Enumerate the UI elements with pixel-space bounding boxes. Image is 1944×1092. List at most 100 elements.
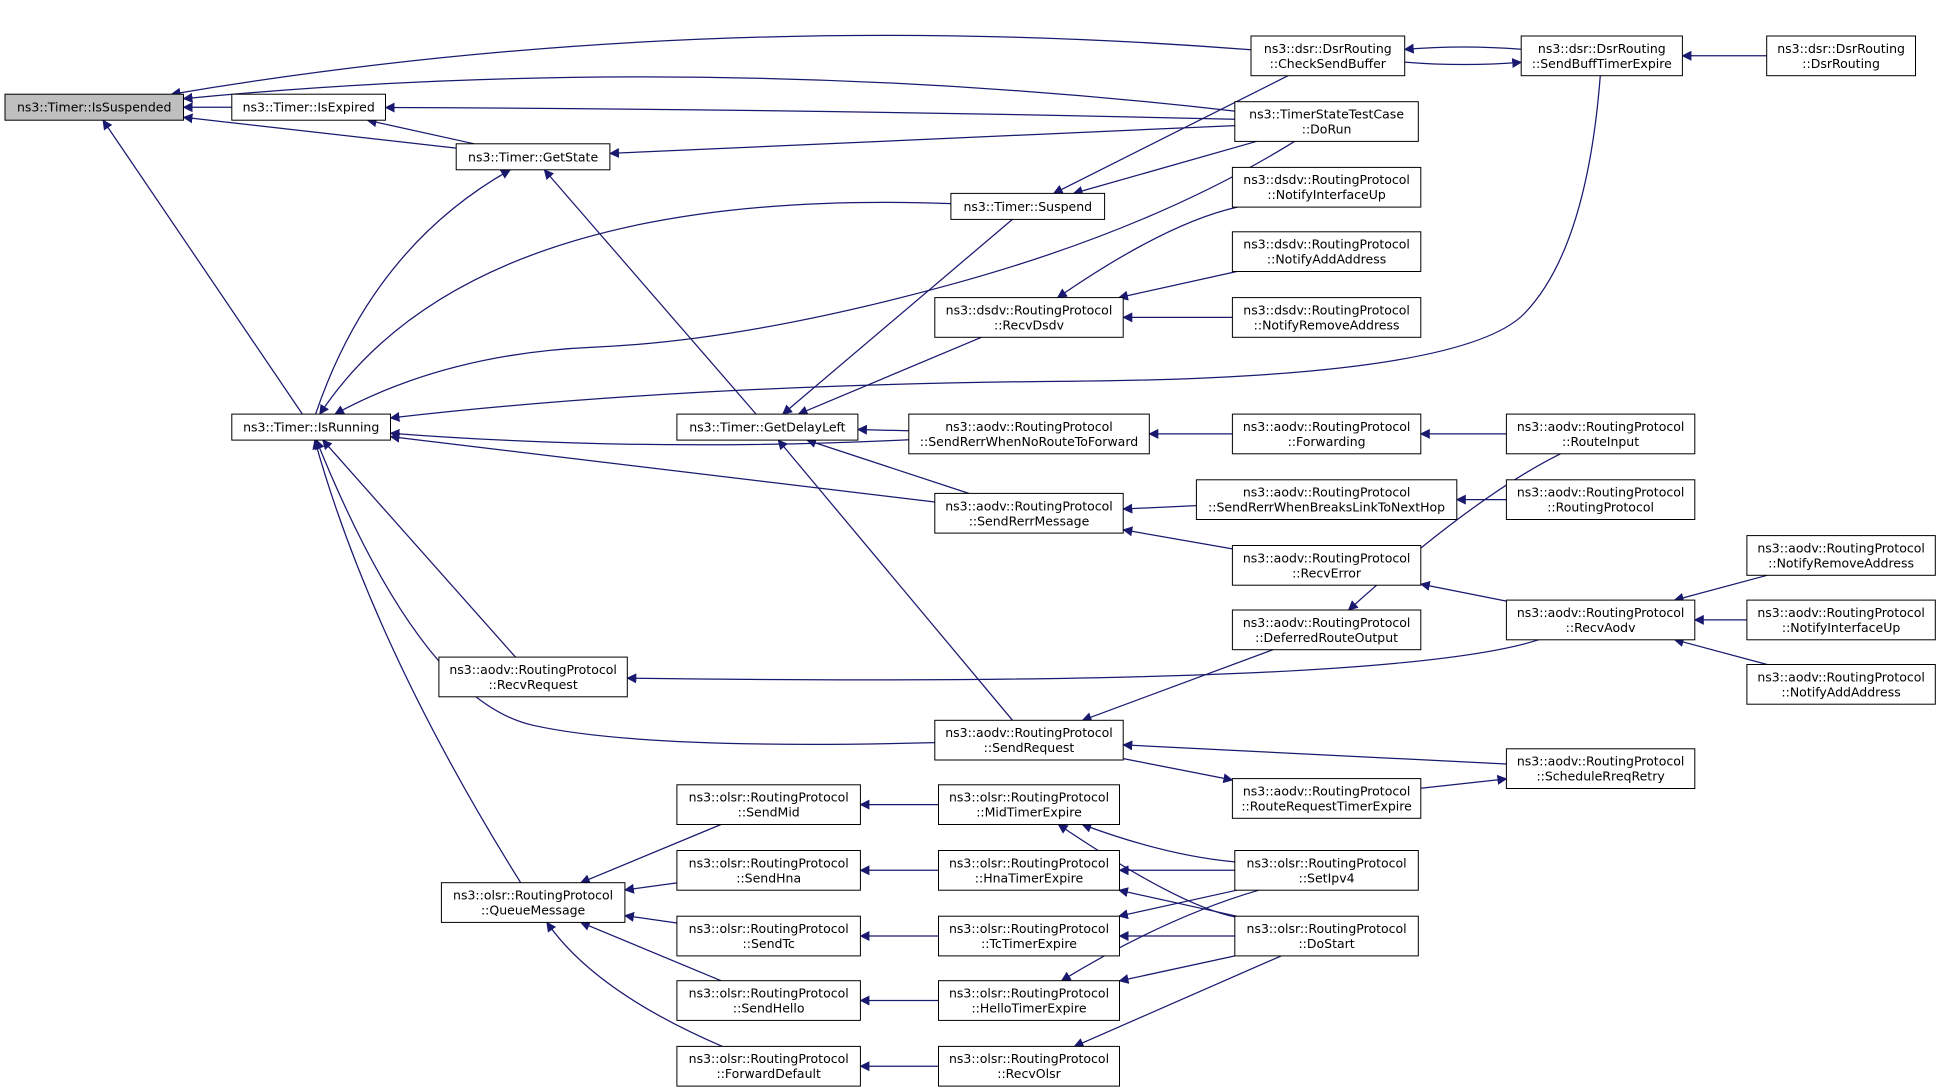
edge-line	[319, 201, 951, 415]
node-box	[676, 1045, 861, 1087]
edge-line	[1081, 822, 1235, 863]
node-label: ::RecvOlsr	[997, 1066, 1061, 1081]
node-is-running[interactable]: ns3::Timer::IsRunning	[231, 413, 391, 441]
node-send-mid[interactable]: ns3::olsr::RoutingProtocol::SendMid	[676, 784, 861, 825]
node-label: ns3::aodv::RoutingProtocol	[945, 725, 1113, 740]
node-box	[1746, 599, 1936, 641]
node-box	[231, 413, 391, 441]
node-label: ::RouteInput	[1562, 434, 1639, 449]
node-recv-dsdv[interactable]: ns3::dsdv::RoutingProtocol::RecvDsdv	[934, 297, 1124, 338]
node-forward-default[interactable]: ns3::olsr::RoutingProtocol::ForwardDefau…	[676, 1045, 861, 1087]
node-send-hna[interactable]: ns3::olsr::RoutingProtocol::SendHna	[676, 850, 861, 891]
edge-deferred-route-output-to-send-request	[1081, 649, 1274, 722]
edge-send-mid-to-queue-message	[579, 823, 722, 884]
edge-line	[102, 119, 303, 415]
node-get-delay-left[interactable]: ns3::Timer::GetDelayLeft	[676, 413, 859, 441]
node-recv-request[interactable]: ns3::aodv::RoutingProtocol::RecvRequest	[438, 656, 628, 698]
node-recv-olsr[interactable]: ns3::olsr::RoutingProtocol::RecvOlsr	[938, 1045, 1120, 1087]
node-label: ::HelloTimerExpire	[971, 1001, 1086, 1016]
node-box	[934, 719, 1124, 761]
node-label: ::NotifyInterfaceUp	[1782, 620, 1900, 635]
node-label: ::SendRerrWhenNoRouteToForward	[920, 434, 1138, 449]
node-box	[231, 93, 386, 121]
node-label: ns3::dsdv::RoutingProtocol	[1243, 237, 1410, 252]
edge-route-request-timer-expire-to-schedule-rreq-retry	[1420, 774, 1508, 789]
node-label: ns3::olsr::RoutingProtocol	[689, 790, 849, 805]
node-check-send-buffer[interactable]: ns3::dsr::DsrRouting::CheckSendBuffer	[1250, 35, 1406, 77]
node-label: ns3::olsr::RoutingProtocol	[949, 790, 1109, 805]
edge-get-delay-left-to-get-state	[543, 169, 757, 415]
node-route-request-timer-expire[interactable]: ns3::aodv::RoutingProtocol::RouteRequest…	[1231, 778, 1422, 819]
edge-line	[806, 438, 969, 494]
node-box	[950, 192, 1106, 220]
edge-aodv-notify-add-address-to-recv-aodv	[1673, 637, 1768, 666]
node-label: ns3::Timer::GetState	[468, 149, 598, 164]
edge-line	[312, 439, 522, 884]
node-box	[1505, 413, 1696, 455]
node-box	[934, 492, 1124, 534]
node-label: ns3::olsr::RoutingProtocol	[689, 1051, 849, 1066]
node-dsr-routing[interactable]: ns3::dsr::DsrRouting::DsrRouting	[1766, 35, 1916, 77]
node-send-rerr-message[interactable]: ns3::aodv::RoutingProtocol::SendRerrMess…	[934, 492, 1124, 534]
node-hello-timer-expire[interactable]: ns3::olsr::RoutingProtocol::HelloTimerEx…	[938, 980, 1120, 1021]
node-is-suspended[interactable]: ns3::Timer::IsSuspended	[4, 93, 184, 121]
edge-is-running-to-is-suspended	[102, 119, 303, 415]
edge-line	[1072, 140, 1257, 196]
node-aodv-routing-protocol[interactable]: ns3::aodv::RoutingProtocol::RoutingProto…	[1505, 479, 1696, 520]
node-deferred-route-output[interactable]: ns3::aodv::RoutingProtocol::DeferredRout…	[1231, 609, 1422, 651]
node-tc-timer-expire[interactable]: ns3::olsr::RoutingProtocol::TcTimerExpir…	[938, 915, 1120, 957]
node-label: ns3::olsr::RoutingProtocol	[1247, 855, 1407, 870]
node-hna-timer-expire[interactable]: ns3::olsr::RoutingProtocol::HnaTimerExpi…	[938, 850, 1120, 891]
node-queue-message[interactable]: ns3::olsr::RoutingProtocol::QueueMessage	[440, 882, 626, 923]
node-is-expired[interactable]: ns3::Timer::IsExpired	[231, 93, 386, 121]
node-label: ::ScheduleRreqRetry	[1536, 769, 1665, 784]
node-send-rerr-when-no-route[interactable]: ns3::aodv::RoutingProtocol::SendRerrWhen…	[908, 413, 1150, 455]
node-recv-error[interactable]: ns3::aodv::RoutingProtocol::RecvError	[1231, 545, 1422, 586]
edge-timer-state-do-run-to-suspend	[1072, 140, 1257, 196]
edge-route-input-to-deferred-route-output	[1347, 453, 1561, 611]
node-aodv-notify-interface-up[interactable]: ns3::aodv::RoutingProtocol::NotifyInterf…	[1746, 599, 1936, 641]
node-box	[676, 413, 859, 441]
node-label: ns3::aodv::RoutingProtocol	[1517, 419, 1685, 434]
node-mid-timer-expire[interactable]: ns3::olsr::RoutingProtocol::MidTimerExpi…	[938, 784, 1120, 825]
node-box	[1234, 915, 1419, 957]
edge-line	[389, 428, 909, 446]
node-dsdv-notify-interface-up[interactable]: ns3::dsdv::RoutingProtocol::NotifyInterf…	[1231, 166, 1422, 208]
node-send-request[interactable]: ns3::aodv::RoutingProtocol::SendRequest	[934, 719, 1124, 761]
node-set-ipv4[interactable]: ns3::olsr::RoutingProtocol::SetIpv4	[1234, 850, 1419, 891]
node-label: ns3::aodv::RoutingProtocol	[1517, 605, 1685, 620]
node-send-buff-timer-expire[interactable]: ns3::dsr::DsrRouting::SendBuffTimerExpir…	[1520, 35, 1683, 77]
node-send-tc[interactable]: ns3::olsr::RoutingProtocol::SendTc	[676, 915, 861, 957]
edge-schedule-rreq-retry-to-send-request	[1122, 740, 1507, 765]
node-dsdv-notify-remove-address[interactable]: ns3::dsdv::RoutingProtocol::NotifyRemove…	[1231, 297, 1422, 338]
node-forwarding[interactable]: ns3::aodv::RoutingProtocol::Forwarding	[1231, 413, 1422, 455]
node-aodv-notify-add-address[interactable]: ns3::aodv::RoutingProtocol::NotifyAddAdd…	[1746, 664, 1936, 705]
node-timer-state-do-run[interactable]: ns3::TimerStateTestCase::DoRun	[1234, 101, 1419, 142]
node-send-rerr-when-breaks[interactable]: ns3::aodv::RoutingProtocol::SendRerrWhen…	[1195, 479, 1458, 520]
node-do-start[interactable]: ns3::olsr::RoutingProtocol::DoStart	[1234, 915, 1419, 957]
node-box	[1234, 850, 1419, 891]
node-box	[4, 93, 184, 121]
node-label: ::ForwardDefault	[717, 1066, 821, 1081]
node-label: ::SendHello	[733, 1001, 805, 1016]
edge-line	[1118, 955, 1236, 984]
node-suspend[interactable]: ns3::Timer::Suspend	[950, 192, 1106, 220]
edge-send-rerr-when-no-route-to-is-running	[389, 428, 909, 446]
node-box	[1234, 101, 1419, 142]
node-aodv-notify-remove-address[interactable]: ns3::aodv::RoutingProtocol::NotifyRemove…	[1746, 535, 1936, 576]
node-route-input[interactable]: ns3::aodv::RoutingProtocol::RouteInput	[1505, 413, 1696, 455]
node-send-hello[interactable]: ns3::olsr::RoutingProtocol::SendHello	[676, 980, 861, 1021]
edge-set-ipv4-to-tc-timer-expire	[1117, 889, 1237, 920]
edge-line	[626, 639, 1540, 684]
edge-line	[1404, 58, 1523, 68]
node-get-state[interactable]: ns3::Timer::GetState	[455, 143, 611, 171]
node-label: ::NotifyRemoveAddress	[1768, 555, 1914, 570]
node-label: ::NotifyRemoveAddress	[1254, 317, 1400, 332]
node-label: ns3::Timer::Suspend	[963, 199, 1092, 214]
edge-send-request-to-get-delay-left	[777, 439, 1013, 721]
edge-check-send-buffer-to-suspend	[1052, 75, 1289, 194]
node-schedule-rreq-retry[interactable]: ns3::aodv::RoutingProtocol::ScheduleRreq…	[1505, 748, 1696, 789]
node-dsdv-notify-add-address[interactable]: ns3::dsdv::RoutingProtocol::NotifyAddAdd…	[1231, 231, 1422, 273]
node-recv-aodv[interactable]: ns3::aodv::RoutingProtocol::RecvAodv	[1505, 599, 1696, 641]
edges-layer	[102, 34, 1768, 1072]
